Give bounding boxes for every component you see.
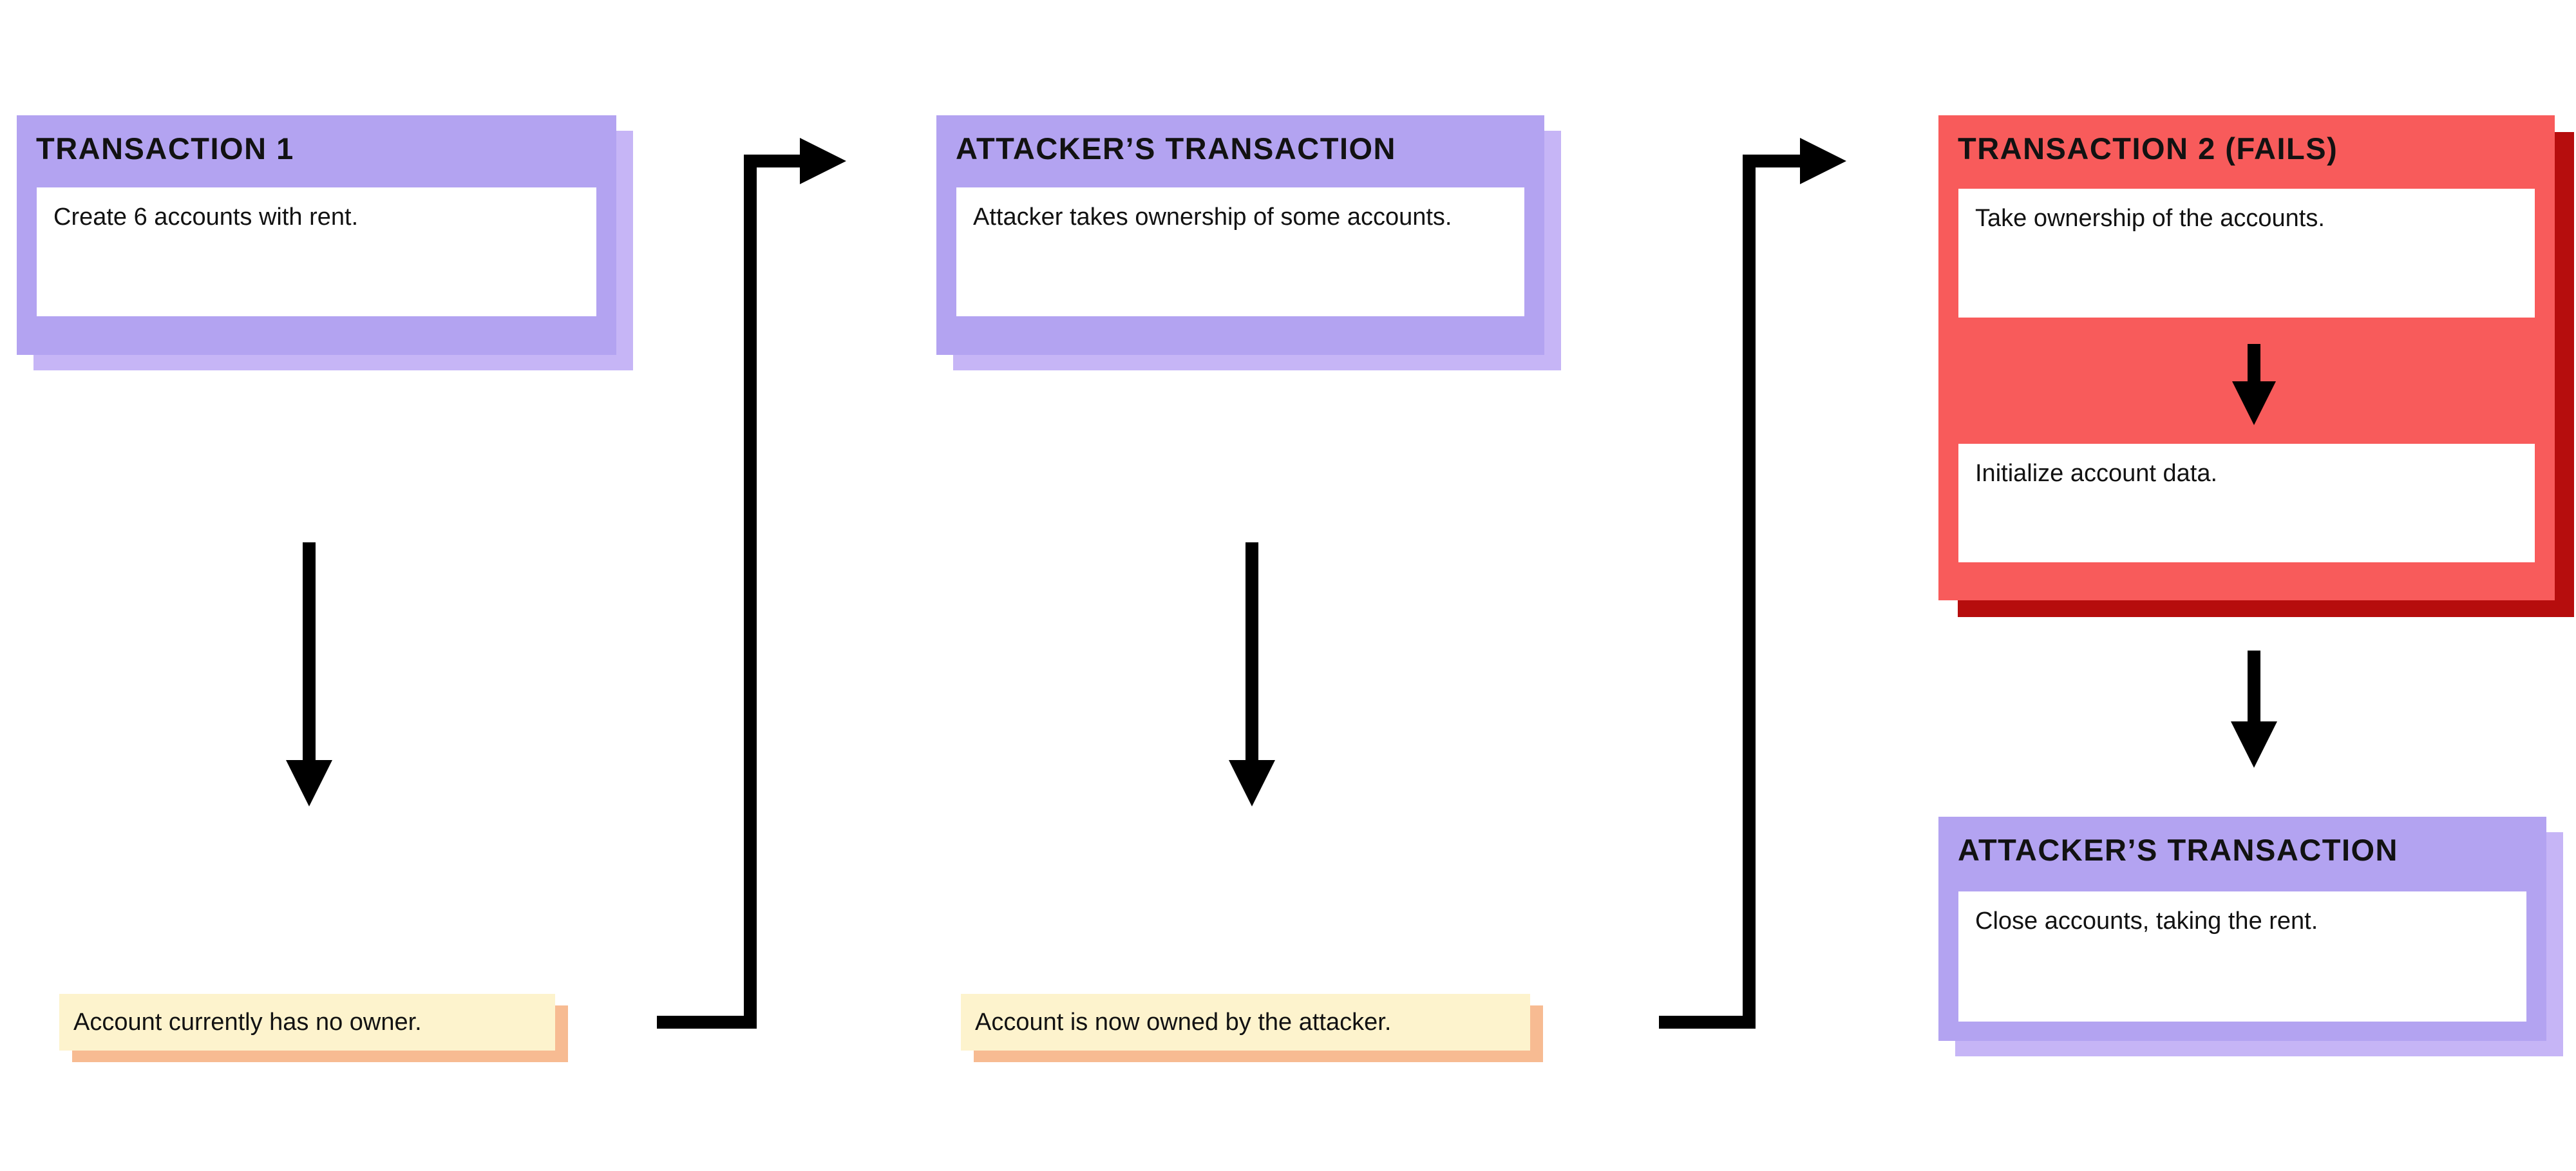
card-transaction-1-step: Create 6 accounts with rent. [37, 187, 596, 316]
card-transaction-1: TRANSACTION 1 Create 6 accounts with ren… [17, 115, 616, 355]
card-transaction-2-step-1: Take ownership of the accounts. [1958, 189, 2535, 318]
down-arrow-icon-2 [1229, 542, 1275, 806]
down-arrow-icon-1 [286, 542, 332, 806]
note-no-owner-text: Account currently has no owner. [73, 1008, 422, 1036]
card-attacker-transaction-bottom: ATTACKER’S TRANSACTION Close accounts, t… [1938, 817, 2546, 1041]
note-no-owner: Account currently has no owner. [59, 994, 555, 1051]
card-attacker-transaction-top-step-text: Attacker takes ownership of some account… [973, 204, 1452, 231]
card-transaction-2-fails: TRANSACTION 2 (FAILS) Take ownership of … [1938, 115, 2555, 600]
down-arrow-icon-inner [2232, 344, 2276, 425]
note-attacker-owned: Account is now owned by the attacker. [961, 994, 1530, 1051]
card-attacker-transaction-top-step: Attacker takes ownership of some account… [956, 187, 1524, 316]
note-attacker-owned-text: Account is now owned by the attacker. [975, 1008, 1392, 1036]
card-attacker-transaction-top: ATTACKER’S TRANSACTION Attacker takes ow… [936, 115, 1544, 355]
card-transaction-2-fails-title: TRANSACTION 2 (FAILS) [1958, 131, 2338, 166]
card-attacker-transaction-bottom-title: ATTACKER’S TRANSACTION [1958, 833, 2399, 867]
card-attacker-transaction-top-title: ATTACKER’S TRANSACTION [956, 131, 1397, 166]
elbow-arrow-icon-2 [1659, 138, 1846, 1029]
card-transaction-2-step-2: Initialize account data. [1958, 444, 2535, 562]
card-attacker-transaction-bottom-step-text: Close accounts, taking the rent. [1975, 908, 2318, 935]
card-transaction-2-step-1-text: Take ownership of the accounts. [1975, 205, 2325, 232]
card-attacker-transaction-bottom-step: Close accounts, taking the rent. [1958, 891, 2526, 1022]
card-transaction-1-step-text: Create 6 accounts with rent. [53, 204, 359, 231]
card-transaction-2-step-2-text: Initialize account data. [1975, 460, 2218, 487]
down-arrow-icon-3 [2231, 651, 2277, 768]
elbow-arrow-icon-1 [657, 138, 846, 1029]
card-transaction-1-title: TRANSACTION 1 [36, 131, 294, 166]
